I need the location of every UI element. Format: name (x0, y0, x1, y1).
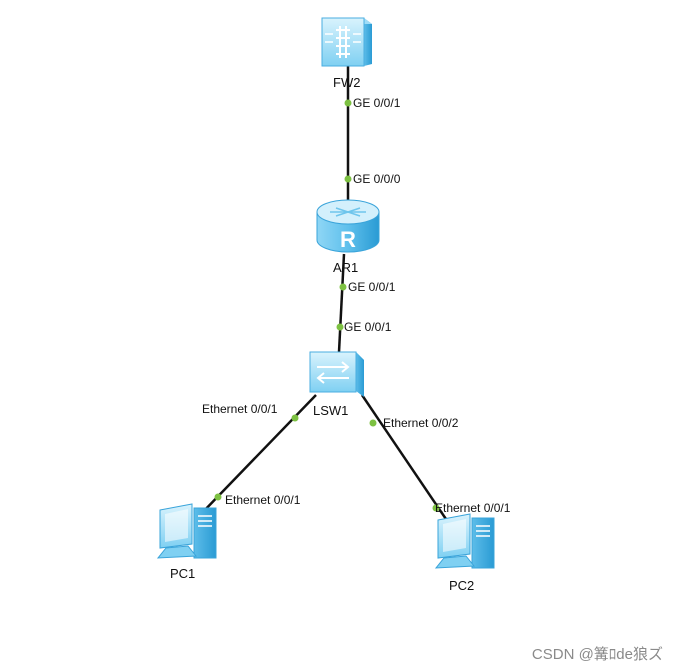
pc-icon (156, 503, 217, 559)
device-label-pc2: PC2 (449, 578, 474, 593)
port-labels: GE 0/0/1 GE 0/0/0 GE 0/0/1 GE 0/0/1 Ethe… (202, 96, 511, 515)
port-dot-ar1-ge000 (344, 175, 352, 183)
port-label-pc1-eth001: Ethernet 0/0/1 (225, 493, 301, 507)
link-ar1-lsw1[interactable] (337, 253, 346, 353)
port-label-lsw1-ge001: GE 0/0/1 (344, 320, 392, 334)
port-label-fw2-ge001: GE 0/0/1 (353, 96, 401, 110)
link-lsw1-pc2[interactable] (360, 394, 452, 526)
device-fw2[interactable]: FW2 (321, 17, 372, 90)
port-label-pc2-eth001: Ethernet 0/0/1 (435, 501, 511, 515)
svg-text:R: R (340, 227, 356, 252)
port-label-lsw1-eth001: Ethernet 0/0/1 (202, 402, 278, 416)
watermark: CSDN @篝ﾛde狼ズ (531, 646, 663, 663)
device-pc1[interactable]: PC1 (156, 503, 217, 581)
router-icon: R (316, 199, 380, 253)
device-pc2[interactable]: PC2 (434, 513, 495, 593)
pc-icon (434, 513, 495, 569)
port-label-ar1-ge000: GE 0/0/0 (353, 172, 401, 186)
device-label-fw2: FW2 (333, 75, 360, 90)
device-ar1[interactable]: R AR1 (316, 199, 380, 275)
device-label-lsw1: LSW1 (313, 403, 348, 418)
port-dot-lsw1-eth001 (291, 414, 299, 422)
device-lsw1[interactable]: LSW1 (309, 351, 364, 418)
links (199, 58, 452, 526)
device-label-pc1: PC1 (170, 566, 195, 581)
port-dot-lsw1-eth002 (369, 419, 377, 427)
port-dot-pc2-eth001 (432, 504, 440, 512)
firewall-icon (321, 17, 372, 67)
port-dot-fw2-ge001 (344, 99, 352, 107)
switch-icon (309, 351, 364, 397)
port-label-ar1-ge001: GE 0/0/1 (348, 280, 396, 294)
port-dots (214, 99, 440, 512)
port-label-lsw1-eth002: Ethernet 0/0/2 (383, 416, 459, 430)
port-dot-lsw1-ge001 (336, 323, 344, 331)
device-label-ar1: AR1 (333, 260, 358, 275)
port-dot-ar1-ge001 (339, 283, 347, 291)
port-dot-pc1-eth001 (214, 493, 222, 501)
